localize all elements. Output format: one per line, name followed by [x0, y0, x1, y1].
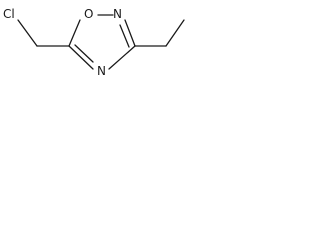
bond-ch2-ch3 [165, 19, 185, 47]
structure-diagram: Cl O N N [3, 7, 185, 78]
bond-c3-n4 [108, 45, 136, 70]
chlorine-atom-label: Cl [3, 7, 15, 21]
oxygen-atom-label: O [84, 7, 93, 21]
nitrogen-atom-label-bottom: N [97, 64, 106, 78]
bond-c5-o1 [68, 19, 81, 47]
bond-n4-c5 [68, 45, 94, 70]
bond-n2-c3 [124, 19, 136, 47]
bond-n4-c5-double [74, 44, 94, 63]
bond-cl-ch2 [17, 19, 38, 47]
bond-n2-c3-double [119, 24, 130, 48]
nitrogen-atom-label-top: N [113, 7, 122, 21]
